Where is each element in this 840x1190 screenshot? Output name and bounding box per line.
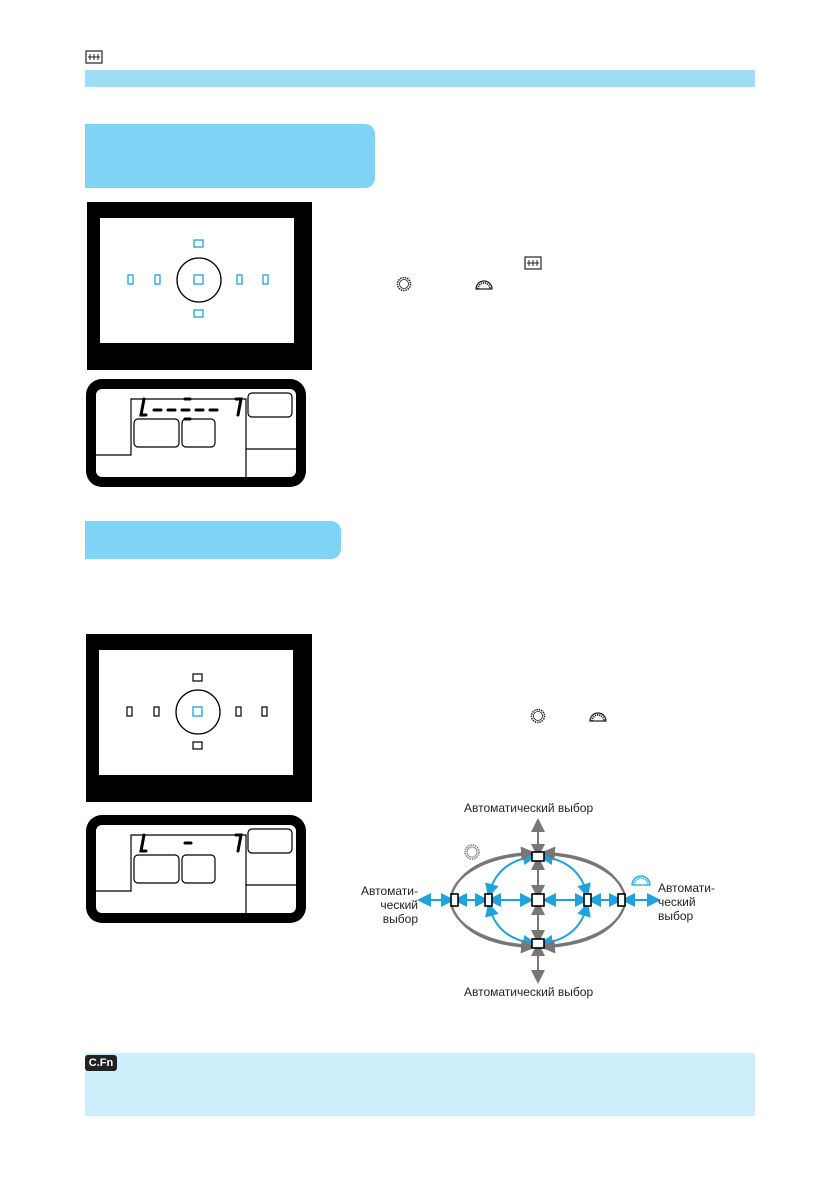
viewfinder-all-points <box>87 202 312 370</box>
quick-control-dial-icon <box>530 708 546 724</box>
main-dial-icon <box>631 875 651 886</box>
quick-control-dial-icon <box>396 276 412 292</box>
custom-function-note <box>85 1053 755 1116</box>
main-dial-icon <box>475 280 493 290</box>
lcd-panel-all-points <box>86 379 306 487</box>
af-point-selection-icon <box>524 256 542 270</box>
cfn-badge: C.Fn <box>85 1055 117 1071</box>
lcd-panel-center-point <box>86 815 306 923</box>
section-heading-automatic <box>85 124 375 188</box>
section-heading-manual <box>85 521 341 559</box>
viewfinder-center-point <box>86 634 312 802</box>
label-bottom-auto: Автоматический выбор <box>464 985 594 999</box>
main-dial-icon <box>589 712 607 722</box>
af-point-selection-diagram: Автоматический выбор Автоматический выбо… <box>340 795 740 1010</box>
af-point-icon <box>85 50 103 64</box>
label-top-auto: Автоматический выбор <box>464 801 594 815</box>
header-bar <box>85 70 755 87</box>
label-right-auto: Автомати- ческий выбор <box>658 881 716 923</box>
label-left-auto: Автомати- ческий выбор <box>360 884 418 926</box>
quick-control-dial-icon <box>464 844 480 860</box>
